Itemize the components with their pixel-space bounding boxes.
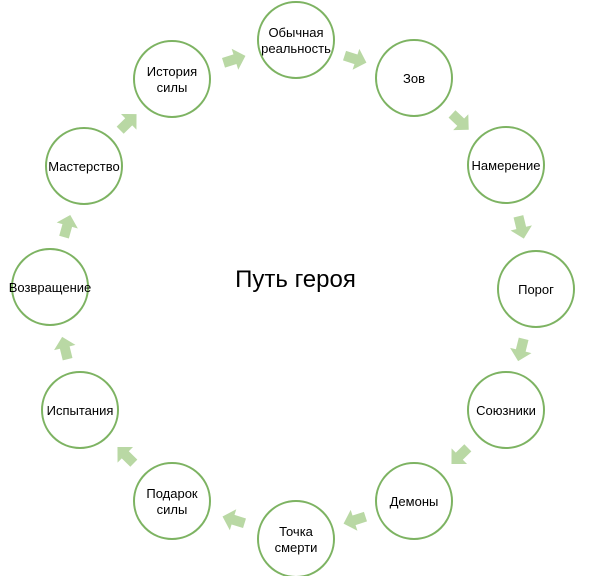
arrow-intention-to-threshold (510, 215, 532, 239)
node-intention: Намерение (467, 126, 545, 204)
arrow-icon (117, 446, 138, 467)
node-mastery: Мастерство (45, 127, 123, 205)
arrow-icon (56, 214, 78, 239)
node-circle (257, 1, 335, 79)
arrow-icon (342, 48, 367, 70)
node-circle (467, 126, 545, 204)
arrow-icon (343, 509, 368, 531)
node-label-line: Обычная (268, 25, 323, 40)
node-label: Испытания (47, 403, 114, 418)
arrow-death-point-to-gift-of-power (222, 509, 246, 531)
node-label-line: силы (157, 80, 188, 95)
node-circle (133, 462, 211, 540)
node-threshold: Порог (497, 250, 575, 328)
arrow-icon (451, 444, 472, 465)
node-label-line: Зов (403, 71, 425, 86)
node-circle (467, 371, 545, 449)
node-label-line: История (147, 64, 197, 79)
node-label-line: Возвращение (9, 280, 92, 295)
node-label: Союзники (476, 403, 536, 418)
diagram-title: Путь героя (235, 266, 356, 293)
node-call: Зов (375, 39, 453, 117)
arrow-allies-to-demons (451, 444, 472, 465)
arrow-mastery-to-story-of-power (116, 113, 137, 134)
node-label-line: смерти (275, 540, 318, 555)
node-label-line: Подарок (146, 486, 198, 501)
arrow-call-to-intention (448, 110, 469, 131)
arrow-icon (448, 110, 469, 131)
node-label: Зов (403, 71, 425, 86)
node-circle (11, 248, 89, 326)
node-label-line: Мастерство (48, 159, 119, 174)
node-label-line: Демоны (390, 494, 439, 509)
node-allies: Союзники (467, 371, 545, 449)
arrow-icon (510, 215, 532, 239)
node-circle (45, 127, 123, 205)
node-label: Демоны (390, 494, 439, 509)
arrow-gift-of-power-to-trials (117, 446, 138, 467)
arrow-return-to-mastery (56, 214, 78, 239)
arrow-demons-to-death-point (343, 509, 368, 531)
node-label: Возвращение (9, 280, 92, 295)
node-label-line: силы (157, 502, 188, 517)
node-demons: Демоны (375, 462, 453, 540)
node-label: Мастерство (48, 159, 119, 174)
node-label-line: реальность (261, 41, 331, 56)
arrow-icon (510, 337, 532, 362)
node-label-line: Порог (518, 282, 554, 297)
node-trials: Испытания (41, 371, 119, 449)
arrow-trials-to-return (54, 336, 76, 361)
node-label-line: Намерение (472, 158, 541, 173)
node-label-line: Точка (279, 524, 314, 539)
node-label: Порог (518, 282, 554, 297)
arrow-story-of-power-to-ordinary-world (222, 48, 246, 70)
arrow-icon (54, 336, 76, 361)
node-circle (257, 500, 335, 576)
node-label-line: Союзники (476, 403, 536, 418)
node-circle (497, 250, 575, 328)
arrow-threshold-to-allies (510, 337, 532, 362)
node-circle (133, 40, 211, 118)
node-circle (375, 39, 453, 117)
node-label: Намерение (472, 158, 541, 173)
node-circle (375, 462, 453, 540)
arrow-icon (222, 509, 246, 531)
arrow-icon (222, 48, 246, 70)
node-circle (41, 371, 119, 449)
arrow-icon (116, 113, 137, 134)
node-label-line: Испытания (47, 403, 114, 418)
node-return: Возвращение (9, 248, 92, 326)
arrow-ordinary-world-to-call (342, 48, 367, 70)
